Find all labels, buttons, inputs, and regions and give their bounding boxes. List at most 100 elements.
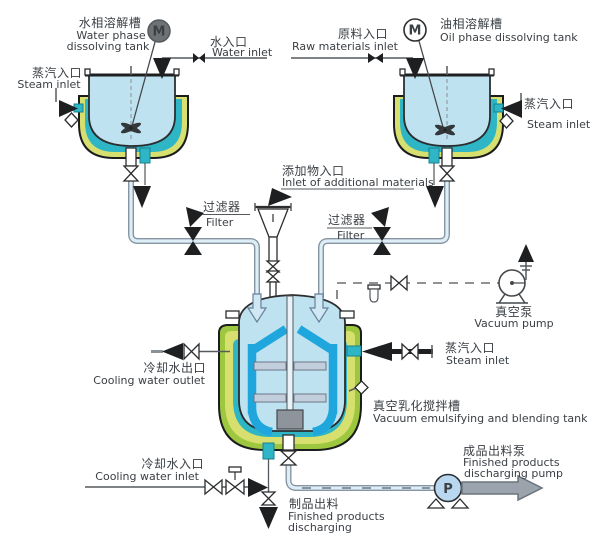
label-steam-right-zh: 蒸汽入口 <box>524 96 574 111</box>
motor-left-letter: M <box>153 25 166 40</box>
outlet-valve-icon <box>438 165 456 175</box>
label-steam-right-en: Steam inlet <box>527 118 591 131</box>
scraper-frame <box>247 325 338 437</box>
tank-outlet-pipe <box>441 147 453 167</box>
drain-elbow <box>428 147 440 164</box>
vent-arrow-icon <box>518 244 534 262</box>
funnel-body <box>257 208 289 238</box>
dome-nozzle <box>339 310 355 319</box>
paddles <box>253 361 327 403</box>
feed-arrow-icon <box>246 293 268 324</box>
oil-phase-dissolving-tank: M <box>393 18 522 208</box>
label-steam-left-en: Steam inlet <box>17 78 81 91</box>
valve-icon <box>368 53 376 63</box>
homogenizer <box>276 409 304 430</box>
rim-lug <box>488 68 495 76</box>
motor-right-letter: M <box>409 24 422 39</box>
label-finished-en1: Finished products <box>288 510 385 523</box>
valve-icon <box>204 478 215 496</box>
bottom-outlet-pipe <box>282 434 295 451</box>
dome-nozzle <box>225 310 240 319</box>
additional-materials-funnel <box>254 188 292 300</box>
cooling-water-inlet-line <box>85 466 278 529</box>
label-discharge-pump-zh: 成品出料泵 <box>463 444 526 458</box>
label-vacuum-tank-zh: 真空乳化搅拌槽 <box>373 398 461 413</box>
sensor-diamond-icon <box>354 380 369 395</box>
pump-stand <box>426 498 446 509</box>
water-inlet-line <box>153 53 267 79</box>
funnel-inlet-arrow-icon <box>268 188 292 206</box>
motor-icon <box>403 18 427 42</box>
pipe-oil-tank-to-emulsifier <box>318 180 450 298</box>
finished-products-discharge-pump: P <box>426 473 544 509</box>
label-cooling-outlet-en: Cooling water outlet <box>93 374 205 387</box>
label-finished-zh: 制品出料 <box>289 497 339 511</box>
label-water-tank-en2: dissolving tank <box>67 40 150 53</box>
label-filter-right-zh: 过滤器 <box>328 213 366 227</box>
label-filter-left-zh: 过滤器 <box>203 200 241 214</box>
water-phase-dissolving-tank: M <box>55 19 189 208</box>
tank-vessel <box>88 74 176 147</box>
rim-lug <box>84 68 91 76</box>
label-raw-materials-en: Raw materials inlet <box>292 40 399 53</box>
label-water-tank-zh: 水相溶解槽 <box>79 15 142 30</box>
vacuum-line <box>336 274 499 303</box>
labels: 水相溶解槽 Water phase dissolving tank 蒸汽入口 S… <box>17 15 590 534</box>
filter-left <box>184 207 204 255</box>
agitator-shaft <box>286 295 294 413</box>
cooling-water-outlet-line <box>151 342 230 361</box>
drain-valve-icon <box>260 491 277 500</box>
label-additional-en: Inlet of additional materials <box>282 176 434 189</box>
sensor-diamond-icon <box>64 112 79 128</box>
label-filter-left-en: Filter <box>206 216 234 229</box>
outlet-arrow-icon <box>162 343 183 360</box>
drain-elbow <box>139 147 151 164</box>
vacuum-pump <box>496 244 534 304</box>
label-vacuum-pump-en: Vacuum pump <box>474 317 553 330</box>
label-finished-en2: discharging <box>288 521 352 534</box>
rim-lug <box>399 68 406 76</box>
motor-icon <box>147 19 171 43</box>
steam-arrow-icon <box>362 342 392 361</box>
label-raw-materials-zh: 原料入口 <box>338 27 388 41</box>
tank-outlet-pipe <box>125 147 137 167</box>
steam-nozzle <box>493 103 504 113</box>
globe-valve-icon <box>225 478 237 496</box>
label-steam-left-zh: 蒸汽入口 <box>32 65 82 80</box>
filter-icon <box>373 227 391 241</box>
jacket-drain-pipe <box>262 442 275 460</box>
label-water-tank-en1: Water phase <box>76 29 145 42</box>
label-steam-center-en: Steam inlet <box>446 354 510 367</box>
label-vacuum-tank-en: Vacuum emulsifying and blending tank <box>373 412 588 425</box>
propeller-icon <box>434 124 456 136</box>
pump-letter: P <box>443 482 453 497</box>
propeller-icon <box>120 122 142 134</box>
filter-arrow-icon <box>371 207 389 227</box>
agitator-shaft <box>131 41 156 127</box>
vacuum-valve-icon <box>390 274 400 292</box>
label-water-inlet-zh: 水入口 <box>210 35 248 49</box>
steam-inlet-arrow-icon <box>59 100 78 117</box>
drain-arrow-icon <box>259 507 278 529</box>
filter-icon <box>184 227 202 241</box>
drain-arrow-icon <box>133 186 151 208</box>
filter-arrow-icon <box>186 207 204 227</box>
label-oil-tank-zh: 油相溶解槽 <box>440 16 503 31</box>
filter-right <box>371 207 391 255</box>
funnel-stem <box>268 236 278 263</box>
label-vacuum-pump-zh: 真空泵 <box>495 305 533 319</box>
pump-stand <box>496 293 528 304</box>
water-inlet-arrow-icon <box>153 58 171 79</box>
label-steam-center-zh: 蒸汽入口 <box>445 340 495 355</box>
rim-lug <box>173 68 180 76</box>
funnel-valve-icon <box>265 260 281 268</box>
sensor-diamond-icon <box>499 113 514 129</box>
label-oil-tank-en: Oil phase dissolving tank <box>440 31 578 44</box>
feed-arrow-icon <box>308 293 330 324</box>
steam-inlet-center-line <box>362 342 433 361</box>
label-water-inlet-en: Water inlet <box>212 46 273 59</box>
agitator-shaft <box>418 40 444 128</box>
pipe-water-tank-to-emulsifier <box>128 180 260 298</box>
